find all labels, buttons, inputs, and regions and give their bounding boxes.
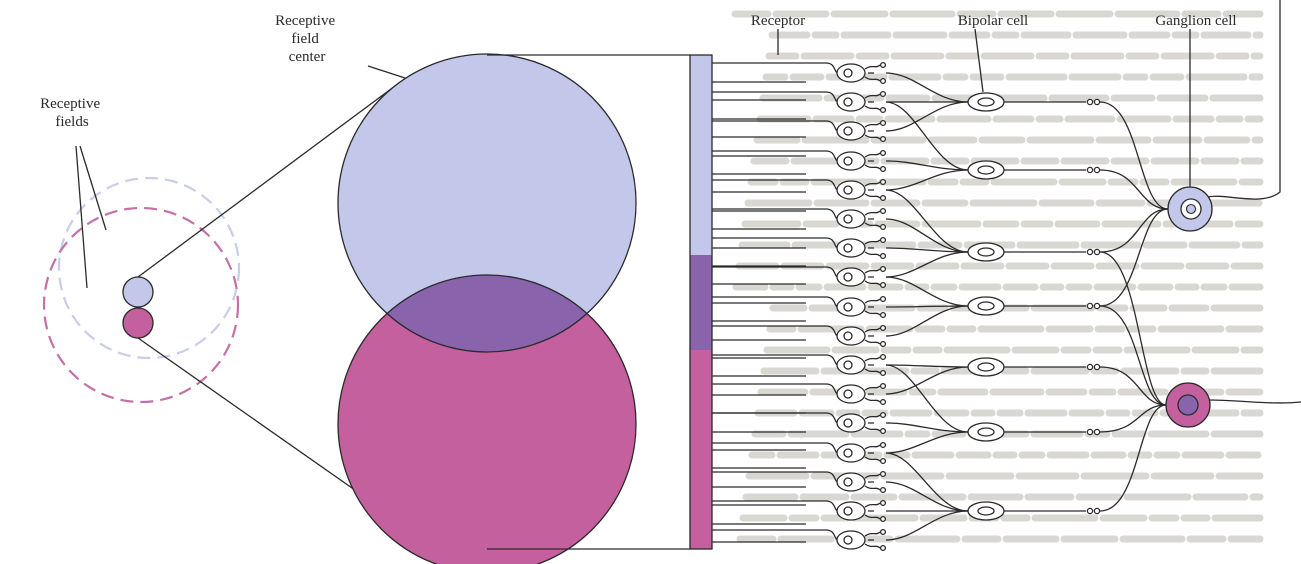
receptor-cells [712,61,887,552]
ganglion-cells [1165,0,1301,428]
magenta-ganglion-cell [1165,382,1211,428]
magenta-ganglion-axon [1208,399,1301,404]
receptor-cell [712,207,887,231]
receptor-cell [712,382,887,406]
bipolar-cells [967,92,1101,521]
large-receptive-fields [337,53,690,564]
receptor-cell [712,61,887,85]
bipolar-cell [967,357,1101,377]
receptor-cell [712,236,887,260]
receptor-cell [712,295,887,319]
bipolar-cell [967,296,1101,316]
small-magenta-field [122,307,154,339]
receptor-cell [712,324,887,348]
field-center-pointer [367,65,406,79]
large-blue-field [338,54,636,352]
receptor-cell [712,90,887,114]
blue-ganglion-cell [1167,186,1213,232]
bipolar-label-pointer [974,28,984,93]
bipolar-cell [967,501,1101,521]
receptor-cell [712,499,887,523]
strip-purple [690,255,712,350]
receptor-cell [712,470,887,494]
small-blue-field [122,276,154,308]
background-text-texture [731,10,1264,543]
expansion-line-bottom [137,337,393,517]
bipolar-cell [967,422,1101,442]
labels: Receptive fields Receptive field center … [40,13,1236,130]
bipolar-cell [967,92,1101,112]
receptor-fibers [712,81,806,543]
receptor-cell [712,265,887,289]
label-bipolar-cell: Bipolar cell [958,13,1028,29]
neural-network [712,28,1169,552]
receptor-cell [712,119,887,143]
blue-ganglion-axon [1207,0,1281,200]
receptor-cell [712,178,887,202]
receptor-strip [689,54,713,550]
receptor-bipolar-wiring [885,72,969,541]
receptor-cell [712,411,887,435]
blue-surround-dashed [57,176,241,360]
label-receptive-fields: Receptive fields [40,96,104,130]
receptor-cell [712,441,887,465]
label-receptor: Receptor [751,13,805,29]
bipolar-ganglion-wiring [1099,101,1169,512]
receptor-cell [712,353,887,377]
label-ganglion-cell: Ganglion cell [1155,13,1236,29]
strip-blue [690,55,712,255]
receptor-cell [712,528,887,552]
receptor-cell [712,149,887,173]
pointer-line-1 [75,145,88,289]
bipolar-cell [967,242,1101,262]
bipolar-cell [967,160,1101,180]
large-magenta-field [338,275,636,564]
pointer-line-2 [79,145,107,231]
expansion-line-top [137,82,400,278]
receptive-fields-group [42,82,400,517]
magenta-surround-dashed [42,206,240,404]
strip-magenta [690,350,712,549]
label-receptive-field-center: Receptive field center [275,13,339,65]
